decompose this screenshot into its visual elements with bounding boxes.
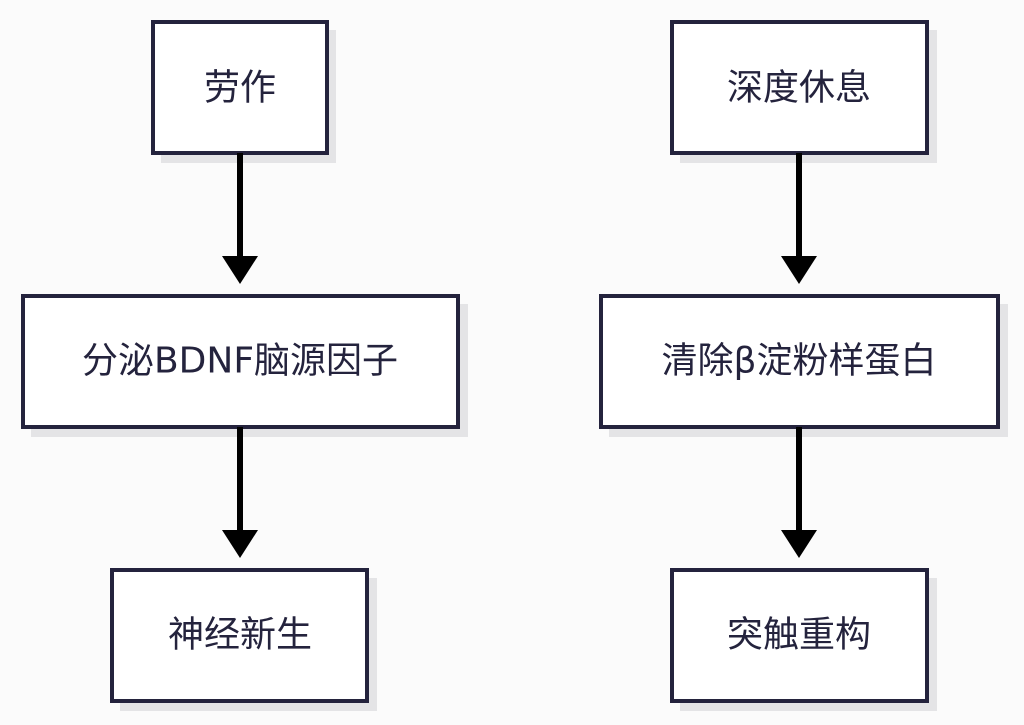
edge-bdnf-to-neurogenesis-arrowhead bbox=[222, 530, 258, 558]
node-synapse: 突触重构 bbox=[670, 568, 937, 711]
edge-deep-rest-to-amyloid bbox=[781, 153, 817, 284]
edge-deep-rest-to-amyloid-arrowhead bbox=[781, 256, 817, 284]
node-labor-label: 劳作 bbox=[204, 68, 276, 109]
node-amyloid-label: 清除β淀粉样蛋白 bbox=[662, 341, 937, 382]
node-neurogenesis-box bbox=[110, 568, 369, 703]
node-bdnf: 分泌BDNF脑源因子 bbox=[21, 294, 468, 437]
node-amyloid: 清除β淀粉样蛋白 bbox=[599, 294, 1008, 437]
node-labor-box bbox=[151, 20, 329, 155]
node-neurogenesis: 神经新生 bbox=[110, 568, 377, 711]
node-deep-rest-box bbox=[670, 20, 929, 155]
node-neurogenesis-label: 神经新生 bbox=[168, 615, 312, 656]
edge-amyloid-to-synapse-arrowhead bbox=[781, 530, 817, 558]
node-deep-rest-label: 深度休息 bbox=[727, 68, 871, 109]
node-amyloid-box bbox=[599, 294, 1000, 429]
node-bdnf-box bbox=[21, 294, 460, 429]
node-deep-rest: 深度休息 bbox=[670, 20, 937, 163]
node-bdnf-label: 分泌BDNF脑源因子 bbox=[82, 341, 398, 382]
edge-bdnf-to-neurogenesis bbox=[222, 427, 258, 558]
node-labor: 劳作 bbox=[151, 20, 336, 163]
edge-amyloid-to-synapse bbox=[781, 427, 817, 558]
node-synapse-box bbox=[670, 568, 929, 703]
edge-labor-to-bdnf-arrowhead bbox=[222, 256, 258, 284]
node-synapse-label: 突触重构 bbox=[727, 615, 871, 656]
edge-labor-to-bdnf bbox=[222, 153, 258, 284]
